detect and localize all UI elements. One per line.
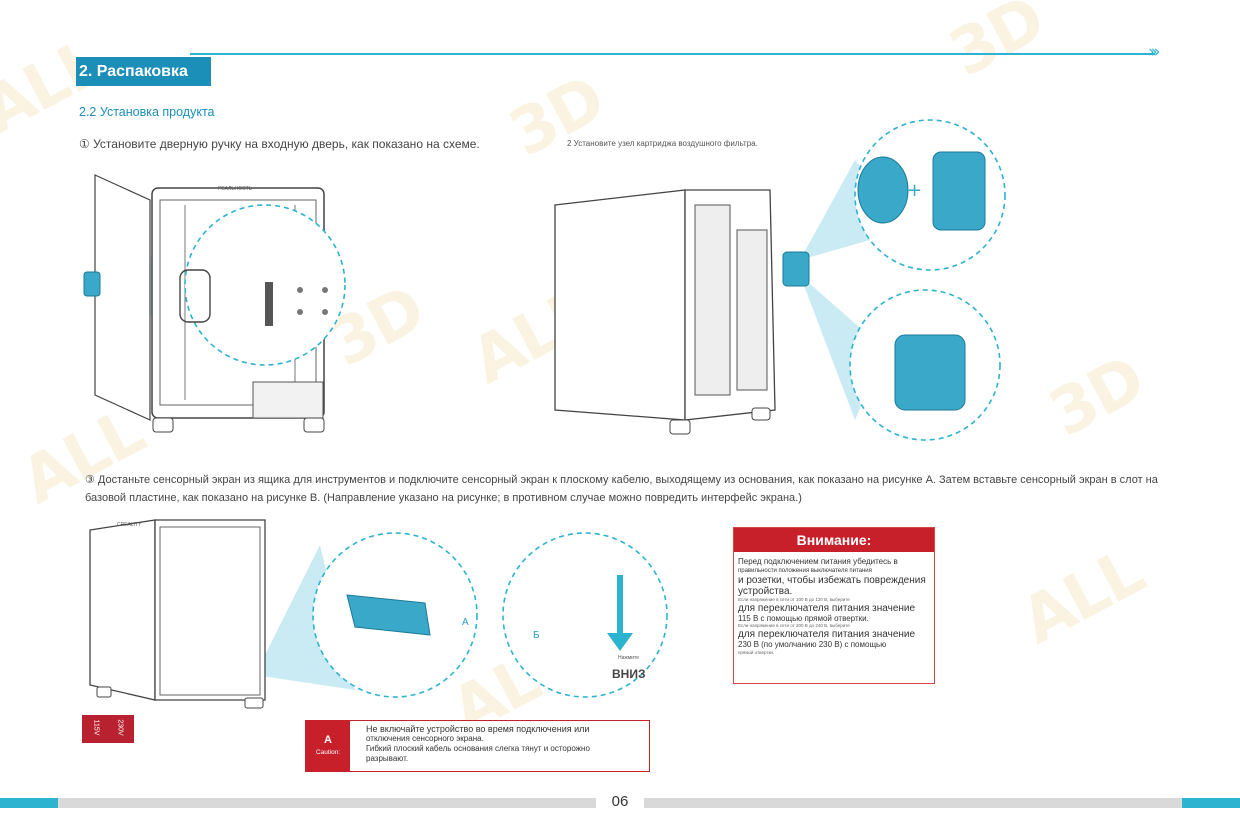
page-number: 06 <box>611 793 629 810</box>
svg-text:+: + <box>907 180 922 201</box>
caution-text: Не включайте устройство во время подключ… <box>366 724 648 764</box>
warning-note: Если напряжение в сети от 200 В до 240 В… <box>738 623 850 628</box>
warning-line: правильности положения выключателя питан… <box>738 567 872 574</box>
down-label: ВНИЗ <box>612 667 646 681</box>
brand-front-label: CREALITY <box>117 522 142 528</box>
step-1-instruction: ① Установите дверную ручку на входную дв… <box>79 137 480 151</box>
warning-body: Перед подключением питания убедитесь в п… <box>734 552 934 661</box>
caution-badge: A Caution: <box>306 721 350 771</box>
warning-box: Внимание: Перед подключением питания убе… <box>733 527 935 684</box>
step-3-instruction: ③ Достаньте сенсорный экран из ящика для… <box>85 474 1158 504</box>
watermark: 3D <box>1038 342 1156 452</box>
figure-door-handle <box>83 174 346 433</box>
figure-air-filter: + <box>554 119 1006 441</box>
caution-box: A Caution: Не включайте устройство во вр… <box>305 720 650 772</box>
figure-label-b: Б <box>533 630 540 641</box>
warning-line: 115 В с помощью прямой отвертки. <box>738 613 869 623</box>
header-arrows: ››› <box>1148 42 1161 62</box>
caution-line: разрывают. <box>366 754 409 763</box>
footer-bar <box>644 798 1182 808</box>
warning-note: прямой отвертки. <box>738 649 775 655</box>
header-rule <box>190 53 1155 55</box>
watermark: ALL <box>1009 534 1156 660</box>
caution-line: Гибкий плоский кабель основания слегка т… <box>366 744 590 753</box>
figure-screen-connection <box>89 519 668 709</box>
watermark: ALL <box>0 24 116 150</box>
step-2-instruction: 2 Установите узел картриджа воздушного ф… <box>567 139 758 148</box>
warning-note: Если напряжение в сети от 100 В до 120 В… <box>738 596 850 602</box>
section-title: 2. Распаковка <box>76 57 211 86</box>
watermark: 3D <box>938 0 1056 92</box>
caution-label: Caution: <box>315 749 341 756</box>
caution-line: Не включайте устройство во время подключ… <box>366 724 590 734</box>
caution-letter: A <box>324 734 332 746</box>
warning-line: для переключателя питания значение <box>738 602 916 614</box>
footer-bar-left <box>0 798 58 808</box>
brand-top-label: РЕАЛЬНОСТЬ <box>218 186 252 192</box>
warning-line: устройства. <box>738 585 793 597</box>
warning-line: и розетки, чтобы избежать повреждения <box>738 574 926 586</box>
caution-line: отключения сенсорного экрана. <box>366 734 484 743</box>
detail-magnifier-b <box>502 532 668 698</box>
warning-line: для переключателя питания значение <box>738 629 916 640</box>
voltage-115: 115V <box>92 719 100 736</box>
warning-line: Перед подключением питания убедитесь в <box>738 557 898 566</box>
footer-bar-right <box>1182 798 1240 808</box>
voltage-230: 230V <box>116 719 124 736</box>
voltage-switch-label: 115V 230V <box>82 715 134 743</box>
subsection-title: 2.2 Установка продукта <box>79 105 215 119</box>
footer-bar <box>58 798 596 808</box>
push-hint: Нажмите <box>618 655 639 661</box>
warning-title: Внимание: <box>734 528 934 552</box>
warning-line: 230 В (по умолчанию 230 В) с помощью <box>738 640 887 649</box>
figure-label-a: A <box>462 617 469 628</box>
